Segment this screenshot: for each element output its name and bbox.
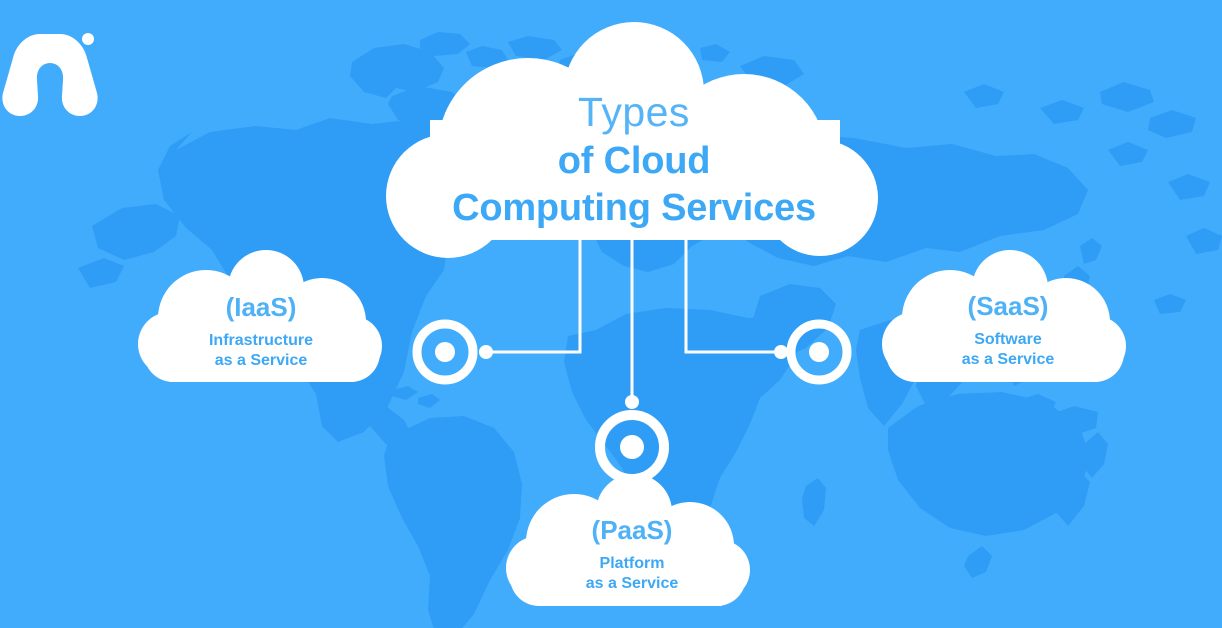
main-title-line-3: Computing Services [452,187,816,229]
iaas-abbrev: (IaaS) [225,292,297,322]
main-title-line-2: of Cloud [557,140,711,182]
brand-logo-icon [2,33,98,116]
iaas-name-line-1: Infrastructure [208,332,314,349]
main-title-line-1: Types [578,89,690,135]
service-label-iaas: (IaaS) Infrastructure as a Service [145,294,377,372]
saas-name-line-2: as a Service [961,351,1055,369]
paas-cloud-shape [506,474,750,606]
paas-name-line-1: Platform [599,555,665,572]
connector-line-left [486,236,582,354]
service-label-paas: (PaaS) Platform as a Service [516,517,748,595]
line-end-dot-left [479,345,493,359]
connector-line-right [684,236,780,354]
main-cloud-shape [386,22,878,258]
saas-abbrev: (SaaS) [967,291,1049,321]
service-label-saas: (SaaS) Software as a Service [892,293,1124,371]
saas-cloud-shape [882,250,1126,382]
iaas-cloud-shape [138,250,382,382]
iaas-name-line-2: as a Service [214,352,308,370]
target-node-iaas [412,319,478,385]
main-title-block: Types of Cloud Computing Services [404,89,864,229]
saas-name-line-1: Software [974,331,1042,348]
line-end-dot-center [625,395,639,409]
line-end-dot-right [774,345,788,359]
logo-dot [82,33,94,45]
paas-abbrev: (PaaS) [591,515,673,545]
target-node-saas [786,319,852,385]
paas-name-line-2: as a Service [585,575,679,593]
